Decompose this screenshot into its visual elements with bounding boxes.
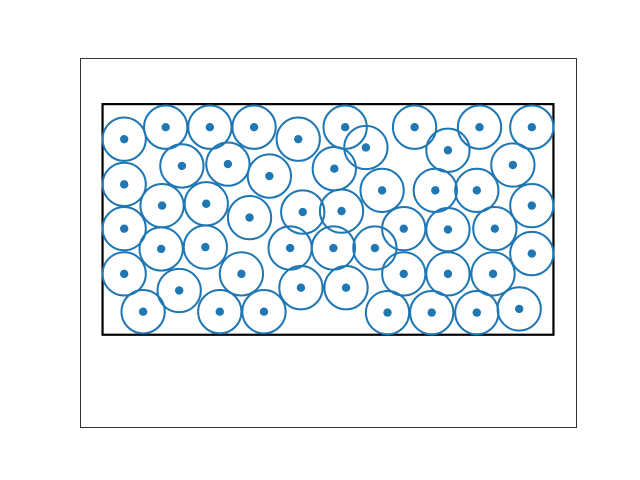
particle-ring — [226, 194, 273, 241]
particle-center-point — [488, 269, 498, 279]
particle-center-point — [527, 201, 537, 210]
particle-ring — [470, 251, 516, 297]
particle-ring — [231, 104, 277, 150]
particle-center-point — [119, 269, 129, 279]
particle-ring — [391, 104, 438, 150]
container-layer — [101, 103, 555, 336]
particle-center-point — [223, 159, 233, 169]
particle-center-point — [527, 249, 537, 258]
particle-center-point — [370, 243, 380, 253]
points-layer — [101, 104, 555, 336]
particle-center-point — [298, 207, 307, 217]
particle-ring — [509, 104, 555, 150]
particle-ring — [241, 289, 287, 335]
particle-ring — [509, 230, 555, 277]
particle-ring — [101, 206, 147, 252]
particle-center-point — [265, 171, 274, 181]
particle-center-point — [508, 160, 518, 170]
particle-center-point — [294, 134, 303, 144]
particle-center-point — [249, 122, 259, 132]
particle-center-point — [472, 308, 481, 317]
particle-center-point — [119, 224, 129, 233]
particle-center-point — [119, 134, 129, 144]
particle-ring — [280, 189, 326, 235]
particle-ring — [156, 267, 202, 314]
particle-ring — [409, 289, 455, 336]
particle-center-point — [443, 146, 453, 155]
particle-center-point — [285, 243, 295, 253]
particle-center-point — [361, 143, 371, 152]
particle-ring — [278, 265, 324, 311]
container-boundary — [101, 103, 555, 336]
particle-ring — [159, 143, 205, 189]
particle-ring — [205, 141, 251, 187]
particle-center-point — [377, 186, 387, 195]
particle-ring — [275, 116, 321, 162]
particle-center-point — [202, 199, 211, 208]
particle-center-point — [472, 186, 481, 195]
particle-ring — [343, 124, 389, 171]
particle-center-point — [156, 244, 166, 254]
particle-ring — [496, 286, 542, 332]
particle-ring — [318, 188, 365, 234]
particle-center-point — [296, 283, 306, 292]
particle-center-point — [119, 180, 129, 189]
particle-center-point — [514, 304, 524, 314]
particle-center-point — [175, 286, 184, 295]
particle-ring — [454, 167, 500, 214]
particle-center-point — [330, 164, 339, 173]
particle-center-point — [490, 224, 500, 233]
particle-center-point — [443, 225, 453, 234]
particle-center-point — [161, 122, 170, 132]
particle-ring — [323, 265, 369, 311]
particle-ring — [218, 251, 265, 297]
particle-center-point — [399, 269, 408, 279]
particle-ring — [456, 104, 503, 150]
particle-center-point — [431, 186, 440, 195]
particle-center-point — [443, 269, 453, 279]
particle-ring — [425, 251, 471, 297]
particle-center-point — [383, 308, 392, 317]
particle-ring — [120, 289, 166, 335]
particle-ring — [490, 142, 536, 188]
axes-frame — [80, 58, 577, 428]
particle-center-point — [337, 206, 346, 216]
particle-ring — [425, 127, 471, 173]
particle-center-point — [329, 243, 338, 253]
particle-center-point — [527, 122, 537, 132]
particle-ring — [359, 167, 405, 214]
particle-ring — [509, 182, 555, 229]
particle-center-point — [399, 224, 408, 233]
particle-ring — [101, 116, 147, 162]
particle-ring — [182, 224, 228, 270]
particle-center-point — [259, 307, 269, 316]
particle-center-point — [237, 269, 246, 279]
particle-center-point — [205, 122, 215, 132]
particle-center-point — [475, 122, 484, 132]
particle-center-point — [157, 201, 167, 210]
particle-ring — [101, 251, 147, 297]
particle-ring — [352, 225, 398, 271]
particle-center-point — [340, 122, 350, 132]
particle-center-point — [177, 161, 187, 171]
particle-center-point — [215, 307, 224, 316]
particle-center-point — [341, 283, 351, 292]
particle-center-point — [245, 213, 254, 222]
particle-center-point — [410, 122, 419, 132]
particle-center-point — [138, 307, 148, 316]
particle-ring — [246, 153, 293, 199]
particle-center-point — [201, 242, 210, 252]
particle-center-point — [427, 308, 436, 317]
particle-ring — [472, 206, 518, 252]
